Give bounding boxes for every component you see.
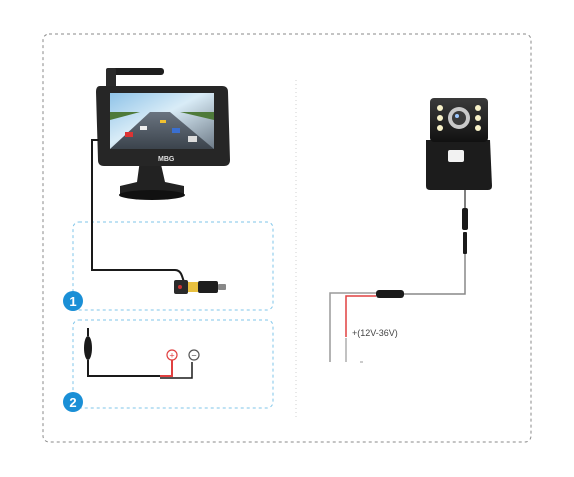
negative-symbol: − — [191, 351, 196, 361]
antenna — [106, 68, 164, 75]
outer-panel — [42, 33, 532, 443]
step-1-number: 1 — [69, 294, 76, 309]
monitor-brand: MBG — [158, 156, 175, 163]
negative-wire — [160, 362, 193, 379]
monitor: MBG — [96, 68, 230, 200]
step-2-number: 2 — [69, 395, 76, 410]
positive-symbol: + — [169, 351, 174, 361]
battery-wiring: + − — [84, 328, 200, 379]
camera-mount-plate — [426, 140, 492, 190]
inline-power-connector — [376, 290, 404, 298]
cigarette-lighter-plug — [174, 280, 226, 294]
monitor-power-cable — [91, 139, 186, 286]
step-1-box — [72, 221, 274, 311]
ground-wire — [329, 292, 376, 362]
step-2-box — [72, 319, 274, 409]
positive-terminal — [166, 349, 178, 361]
step-1-badge: 1 — [63, 291, 83, 311]
rear-camera — [426, 98, 492, 190]
power-voltage-label: +(12V-36V) — [352, 328, 398, 338]
camera-cable-connector — [462, 208, 468, 230]
step-2-badge: 2 — [63, 392, 83, 412]
negative-terminal — [188, 349, 200, 361]
suction-mount — [120, 160, 184, 196]
positive-wire — [160, 360, 173, 377]
power-wire — [345, 295, 376, 337]
inline-fuse — [84, 336, 92, 360]
